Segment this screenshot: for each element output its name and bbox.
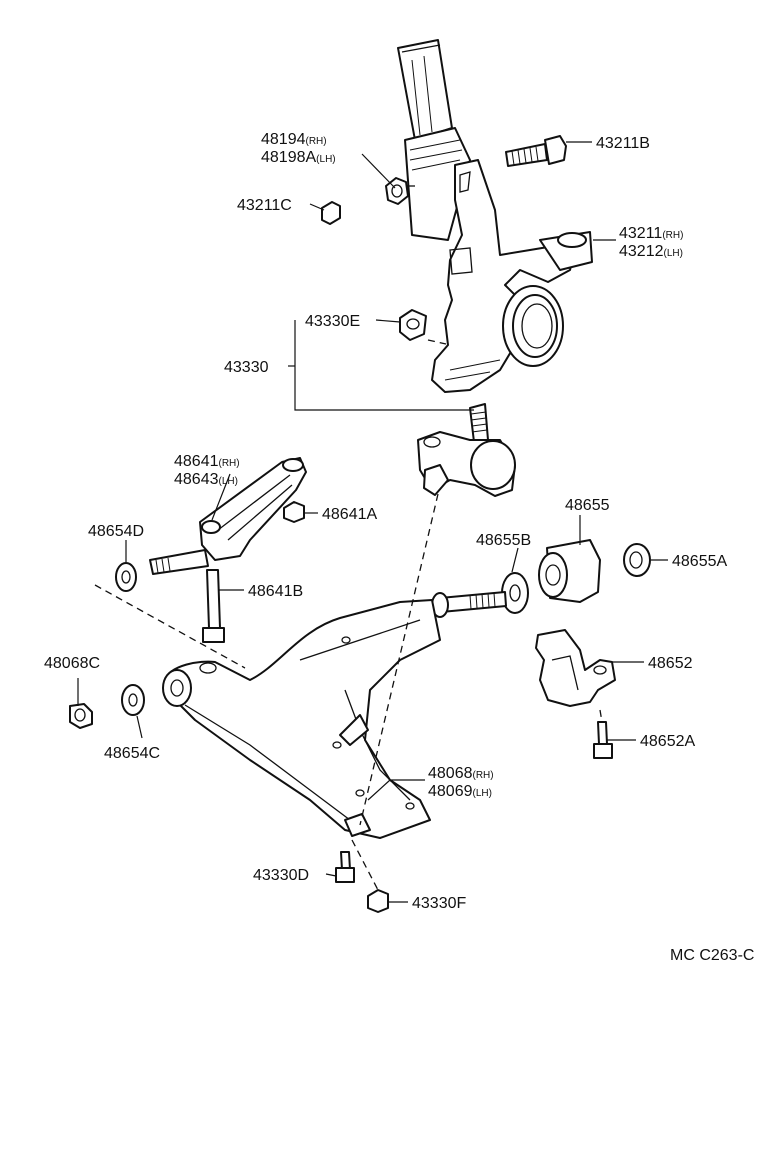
callout-48652: 48652 [648,655,693,672]
callout-48655A: 48655A [672,553,727,570]
callout-48652A: 48652A [640,733,695,750]
bolt-48652A [593,721,613,759]
strut-assembly [397,39,471,241]
bushing-48655 [538,539,601,603]
hex-nut-43211C [321,201,341,225]
callout-48655B: 48655B [476,532,531,549]
callout-43330: 43330 [224,359,269,376]
callout-labels: 48194(RH) 48198A(LH) 43211B 43211C 43211… [44,131,754,964]
callout-43330E: 43330E [305,313,360,330]
callout-43211: 43211(RH) [619,225,683,242]
bolt-48641B [202,569,225,643]
hex-nut-43330E [399,309,427,341]
washer-48654C [121,684,145,716]
callout-48641B: 48641B [248,583,303,600]
callout-43211C: 43211C [237,197,292,214]
ball-joint [417,403,516,497]
bolt-43330D [335,851,355,883]
washer-48654D [115,562,137,592]
callout-48068C: 48068C [44,655,100,672]
cap-48655A [623,543,651,577]
callout-48654D: 48654D [88,523,144,540]
hex-nut-43330F [367,889,389,913]
callout-48641A: 48641A [322,506,377,523]
steering-knuckle [431,159,593,393]
arm-bolt [431,591,507,618]
callout-48069: 48069(LH) [428,783,492,800]
bolt-43211B [505,135,567,167]
callout-43330F: 43330F [412,895,466,912]
callout-48198A: 48198A(LH) [261,149,336,166]
callout-43330D: 43330D [253,867,309,884]
stabilizer-bracket [149,457,307,575]
stabilizer-clamp [535,629,616,707]
hex-nut-48641A [283,501,305,523]
callout-48654C: 48654C [104,745,160,762]
callout-48068: 48068(RH) [428,765,494,782]
leader-lines [77,141,668,903]
callout-48194: 48194(RH) [261,131,327,148]
diagram-reference-code: MC C263-C [670,947,754,964]
callout-43211B: 43211B [596,135,650,152]
callout-43212: 43212(LH) [619,243,683,260]
callout-48643: 48643(LH) [174,471,238,488]
assembly-guide-lines [94,185,603,891]
callout-48655: 48655 [565,497,610,514]
callout-48641: 48641(RH) [174,453,240,470]
cap-48068C [69,703,93,729]
